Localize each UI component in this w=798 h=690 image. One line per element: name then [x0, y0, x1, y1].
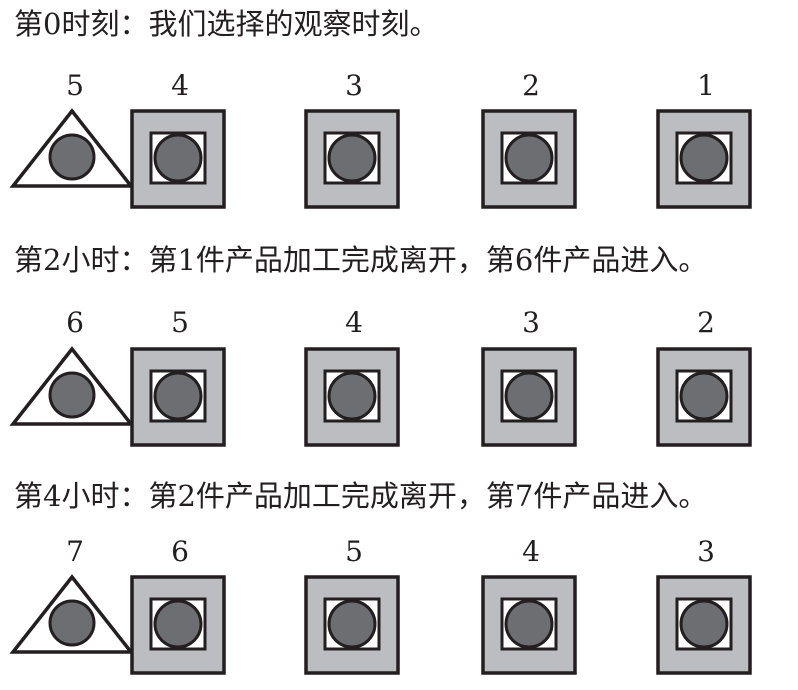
station-item-number: 2	[522, 69, 540, 102]
production-row	[9, 346, 752, 447]
workstation	[304, 109, 400, 209]
workstation	[130, 347, 226, 447]
product-ball	[48, 599, 96, 647]
station-item-number: 4	[171, 69, 189, 102]
product-ball	[504, 599, 554, 649]
station-item-number: 2	[697, 306, 715, 339]
product-ball	[153, 599, 203, 649]
product-ball	[327, 371, 377, 421]
product-ball	[48, 133, 96, 181]
product-ball	[504, 133, 554, 183]
workstation	[481, 109, 577, 209]
station-item-number: 4	[522, 535, 540, 568]
workstation	[656, 347, 752, 447]
station-item-number: 5	[345, 535, 363, 568]
workstation	[304, 347, 400, 447]
station-item-number: 6	[171, 535, 189, 568]
queue-item-number: 7	[66, 535, 84, 568]
queue-item-number: 6	[66, 306, 84, 339]
workstation-box	[304, 575, 400, 675]
workstation	[130, 109, 226, 209]
workstation	[656, 109, 752, 209]
step-heading: 第2小时：第1件产品加工完成离开，第6件产品进入。	[14, 243, 708, 277]
station-item-number: 4	[345, 306, 363, 339]
station-item-number: 1	[697, 69, 715, 102]
workstation	[656, 575, 752, 675]
product-ball	[153, 133, 203, 183]
station-item-number: 5	[171, 306, 189, 339]
product-ball	[504, 371, 554, 421]
station-item-number: 3	[345, 69, 363, 102]
workstation	[481, 575, 577, 675]
product-ball	[327, 599, 377, 649]
product-ball	[153, 371, 203, 421]
station-item-number: 3	[697, 535, 715, 568]
workstation-box	[304, 347, 400, 447]
production-row	[9, 108, 752, 209]
step-heading: 第4小时：第2件产品加工完成离开，第7件产品进入。	[14, 479, 708, 513]
workstation	[481, 347, 577, 447]
product-ball	[679, 133, 729, 183]
product-ball	[327, 133, 377, 183]
station-item-number: 3	[522, 306, 540, 339]
step-heading: 第0时刻：我们选择的观察时刻。	[14, 7, 439, 41]
production-row	[9, 574, 752, 675]
product-ball	[679, 371, 729, 421]
product-ball	[48, 371, 96, 419]
queue-item-number: 5	[66, 69, 84, 102]
product-ball	[679, 599, 729, 649]
workstation	[130, 575, 226, 675]
workstation	[304, 575, 400, 675]
